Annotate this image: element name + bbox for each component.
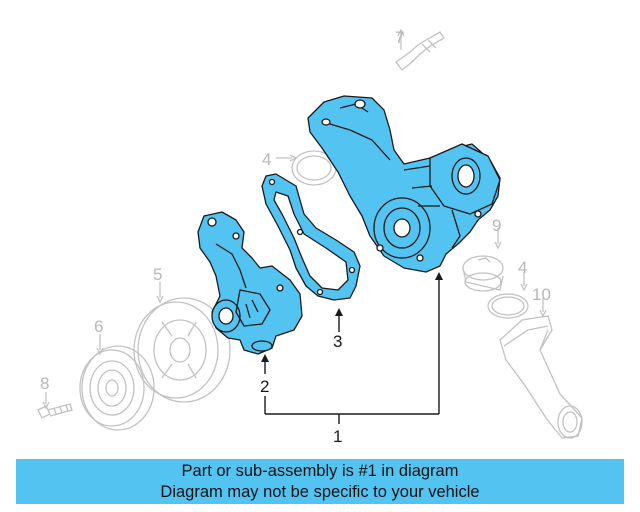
leader-lines	[264, 278, 440, 424]
thermostat-housing-part-10	[499, 298, 583, 439]
callout-1: 1	[333, 427, 342, 446]
callout-2: 2	[260, 377, 269, 396]
bolt-part-7	[395, 28, 445, 71]
gasket-part-3	[261, 173, 361, 301]
seal-ring-part-4-lower	[487, 272, 529, 319]
callout-6: 6	[94, 317, 103, 336]
callout-3: 3	[333, 332, 342, 351]
arrowhead-part-2	[261, 354, 269, 362]
callout-8: 8	[40, 374, 49, 393]
water-pump-part-2	[197, 211, 303, 355]
parts-diagram: 7 4 5 6 8 9 4 10 2 3 1	[37, 28, 583, 446]
pump-housing-part-1	[307, 95, 501, 273]
arrowhead-part-1	[435, 272, 443, 280]
pulley-part-6	[79, 334, 155, 431]
callout-4-upper: 4	[262, 150, 271, 169]
seal-ring-part-4-upper	[276, 150, 337, 186]
pulley-part-5	[133, 282, 231, 403]
callout-10: 10	[532, 285, 551, 304]
bolt-part-8	[37, 392, 73, 419]
callout-9: 9	[492, 216, 501, 235]
banner-line-2: Diagram may not be specific to your vehi…	[160, 483, 480, 501]
callout-5: 5	[153, 265, 162, 284]
callout-7: 7	[395, 28, 404, 47]
callout-4-lower: 4	[518, 258, 527, 277]
banner-line-1: Part or sub-assembly is #1 in diagram	[181, 462, 459, 480]
thermostat-part-9	[462, 228, 504, 292]
arrowhead-part-3	[335, 308, 343, 316]
info-banner: Part or sub-assembly is #1 in diagram Di…	[16, 459, 624, 504]
